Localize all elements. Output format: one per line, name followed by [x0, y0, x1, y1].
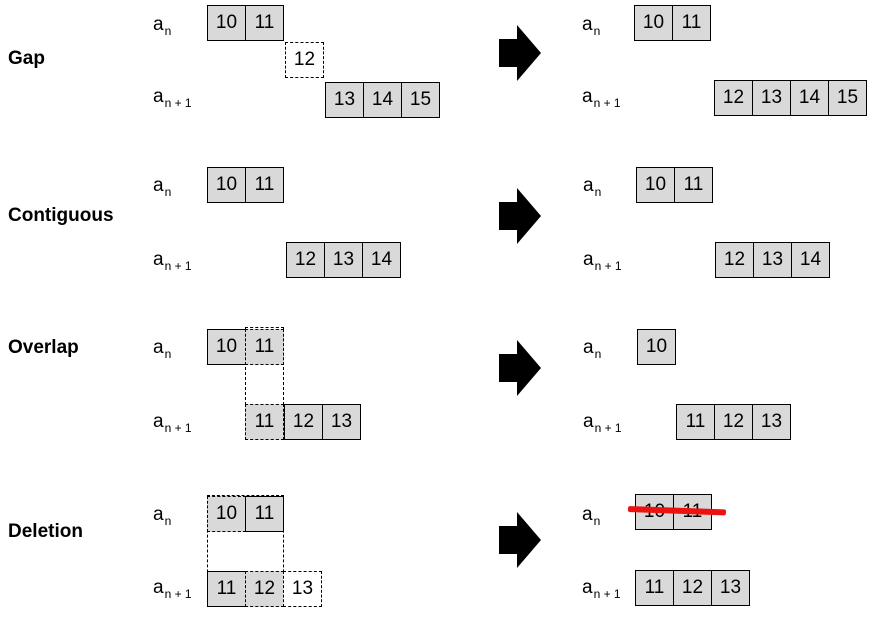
row-label-an: an [153, 504, 172, 528]
cell-14: 14 [362, 242, 401, 278]
cell-10: 10 [207, 5, 246, 41]
cell-11: 11 [245, 167, 284, 203]
cell-12: 12 [715, 242, 754, 278]
row-label-an1: an + 1 [583, 249, 622, 273]
cell-12: 12 [286, 242, 325, 278]
cell-12-gap: 12 [285, 42, 324, 78]
cell-14: 14 [790, 80, 829, 116]
cell-15: 15 [401, 82, 440, 118]
cell-11: 11 [676, 404, 715, 440]
row-label-an: an [582, 14, 601, 38]
cell-10: 10 [207, 167, 246, 203]
row-label-an1: an + 1 [583, 411, 622, 435]
cell-11: 11 [245, 496, 284, 532]
cell-13: 13 [324, 242, 363, 278]
cell-13: 13 [325, 82, 364, 118]
cell-11: 11 [674, 167, 713, 203]
cell-10-deleted: 10 [207, 496, 246, 532]
row-label-an: an [583, 337, 602, 361]
cell-11: 11 [672, 5, 711, 41]
row-label-an: an [582, 504, 601, 528]
cell-14: 14 [363, 82, 402, 118]
row-label-an: an [583, 175, 602, 199]
cell-11: 11 [635, 570, 674, 606]
section-label-overlap: Overlap [8, 337, 79, 358]
cell-11-overlap: 11 [245, 329, 284, 365]
cell-11: 11 [207, 571, 246, 607]
section-label-deletion: Deletion [8, 521, 83, 542]
cell-11: 11 [245, 5, 284, 41]
section-label-contiguous: Contiguous [8, 205, 114, 226]
cell-14: 14 [791, 242, 830, 278]
cell-11-overlap: 11 [245, 404, 284, 440]
cell-12: 12 [714, 404, 753, 440]
section-label-gap: Gap [8, 48, 45, 69]
cell-13: 13 [752, 404, 791, 440]
right-arrow-icon [499, 340, 541, 396]
row-label-an: an [153, 14, 172, 38]
cell-13-new: 13 [283, 571, 322, 607]
cell-15: 15 [828, 80, 867, 116]
right-arrow-icon [499, 512, 541, 568]
cell-12: 12 [673, 570, 712, 606]
cell-10: 10 [634, 5, 673, 41]
cell-10: 10 [636, 167, 675, 203]
cell-13: 13 [753, 242, 792, 278]
cell-13: 13 [752, 80, 791, 116]
right-arrow-icon [499, 25, 541, 81]
cell-13: 13 [322, 404, 361, 440]
row-label-an: an [153, 175, 172, 199]
cell-12: 12 [714, 80, 753, 116]
row-label-an1: an + 1 [153, 577, 192, 601]
right-arrow-icon [499, 188, 541, 244]
cell-13: 13 [711, 570, 750, 606]
cell-12: 12 [284, 404, 323, 440]
cell-12-overlap: 12 [245, 571, 284, 607]
row-label-an1: an + 1 [153, 411, 192, 435]
row-label-an1: an + 1 [582, 577, 621, 601]
cell-10: 10 [207, 329, 246, 365]
row-label-an: an [153, 337, 172, 361]
row-label-an1: an + 1 [153, 86, 192, 110]
cell-10: 10 [637, 329, 676, 365]
row-label-an1: an + 1 [153, 249, 192, 273]
row-label-an1: an + 1 [582, 86, 621, 110]
